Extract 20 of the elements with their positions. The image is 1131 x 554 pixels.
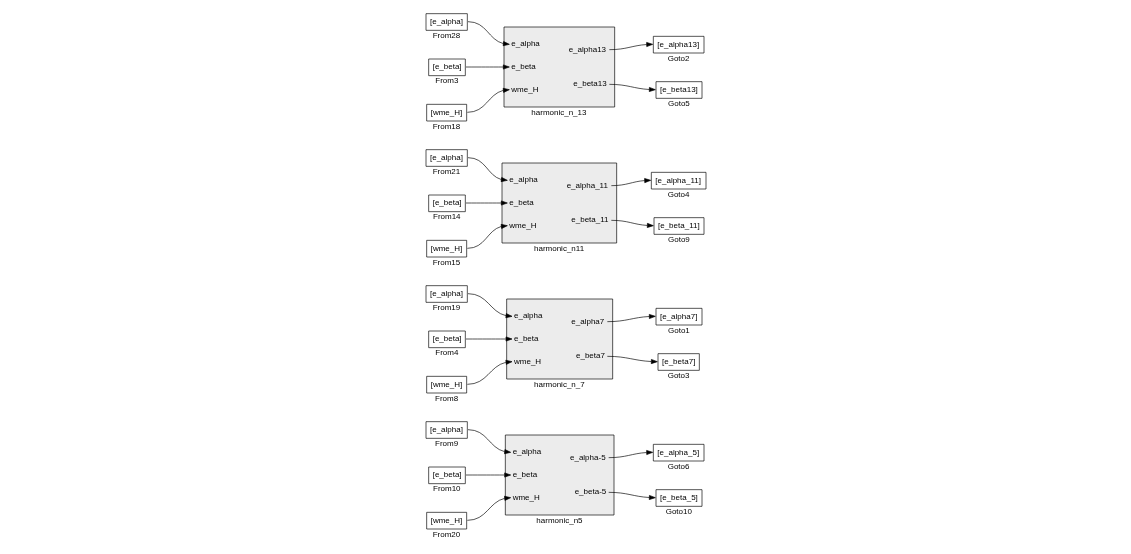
arrow [467, 157, 508, 182]
arrow [610, 220, 654, 228]
arrow [610, 178, 651, 186]
arrow [466, 495, 511, 521]
arrow [607, 450, 653, 458]
arrow [467, 429, 511, 455]
arrow [466, 224, 508, 249]
arrow [465, 336, 512, 342]
arrow [608, 42, 653, 50]
arrow [465, 472, 511, 478]
arrow [608, 84, 656, 92]
arrow [467, 293, 512, 319]
arrow [465, 200, 508, 206]
arrow [466, 87, 510, 113]
arrow [465, 64, 510, 70]
arrow [466, 359, 512, 385]
arrow [606, 356, 658, 364]
arrow [467, 21, 510, 47]
arrow [607, 492, 656, 500]
arrow [606, 314, 656, 322]
